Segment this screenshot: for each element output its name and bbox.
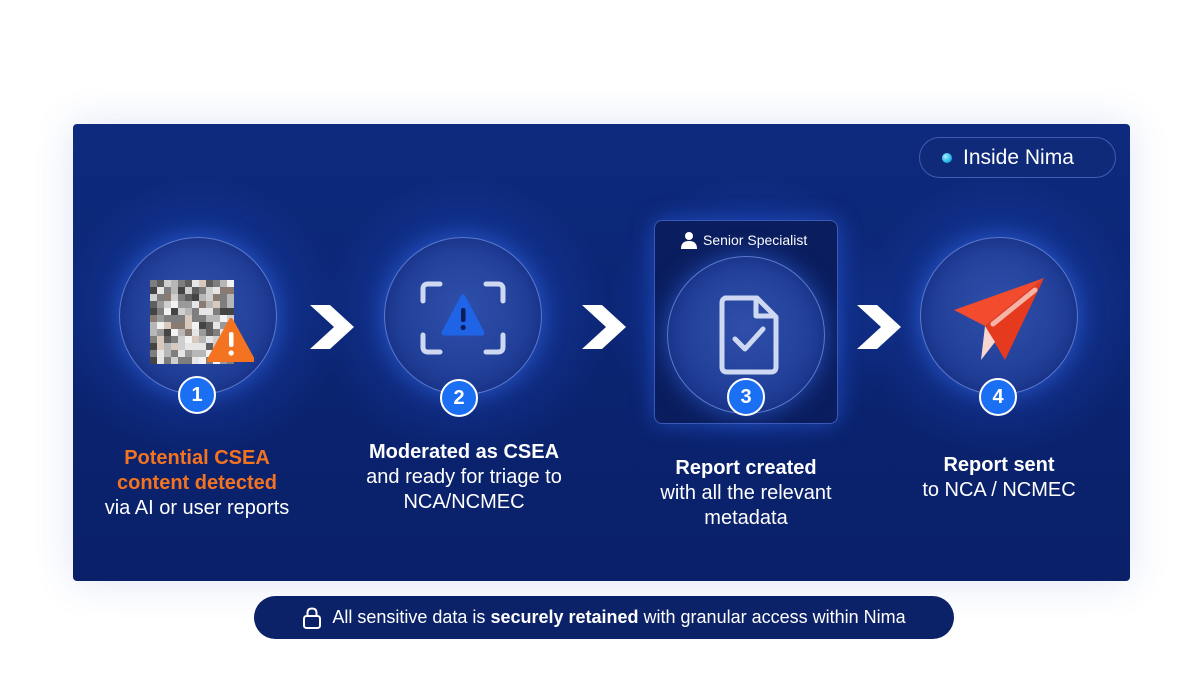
- scan-alert-icon: [420, 281, 506, 355]
- person-icon: [681, 232, 697, 249]
- chevron-right-icon: [310, 305, 354, 349]
- document-check-icon: [719, 295, 779, 375]
- footer-text-after: with granular access within Nima: [643, 607, 906, 627]
- inside-nima-badge: Inside Nima: [919, 137, 1116, 178]
- step-4-text: Report sent to NCA / NCMEC: [874, 453, 1124, 503]
- step-2-title: Moderated as CSEA: [368, 441, 560, 463]
- specialist-text: Senior Specialist: [703, 232, 808, 248]
- step-1-desc: via AI or user reports: [104, 497, 290, 519]
- step-2-number: 2: [440, 379, 478, 417]
- step-1-text: Potential CSEA content detected via AI o…: [72, 446, 322, 521]
- footer-text-before: All sensitive data is: [332, 607, 486, 627]
- chevron-right-icon: [857, 305, 901, 349]
- status-dot-icon: [942, 152, 952, 163]
- step-1-title-line1: Potential CSEA: [124, 447, 270, 469]
- step-2-desc-line1: and ready for triage to: [366, 466, 562, 488]
- step-3-text: Report created with all the relevant met…: [616, 456, 876, 531]
- step-1-number: 1: [178, 376, 216, 414]
- security-footer: All sensitive data is securely retained …: [254, 596, 954, 639]
- chevron-right-icon: [582, 305, 626, 349]
- step-4-desc: to NCA / NCMEC: [922, 479, 1076, 501]
- step-3-title: Report created: [675, 457, 817, 479]
- pixelated-image-warning-icon: [150, 280, 254, 364]
- step-1-title-line2: content detected: [116, 472, 278, 494]
- step-3-number: 3: [727, 378, 765, 416]
- step-4-title: Report sent: [943, 454, 1055, 476]
- senior-specialist-label: Senior Specialist: [680, 230, 807, 250]
- footer-text: All sensitive data is securely retained …: [332, 607, 905, 628]
- step-3-desc-line2: metadata: [704, 507, 788, 529]
- lock-icon: [303, 606, 322, 629]
- step-2-text: Moderated as CSEA and ready for triage t…: [334, 440, 594, 515]
- footer-text-bold: securely retained: [490, 607, 639, 627]
- step-4-number: 4: [979, 378, 1017, 416]
- paper-plane-icon: [954, 278, 1044, 360]
- step-2-desc-line2: NCA/NCMEC: [403, 491, 525, 513]
- badge-label: Inside Nima: [963, 145, 1074, 169]
- step-3-desc-line1: with all the relevant: [660, 482, 832, 504]
